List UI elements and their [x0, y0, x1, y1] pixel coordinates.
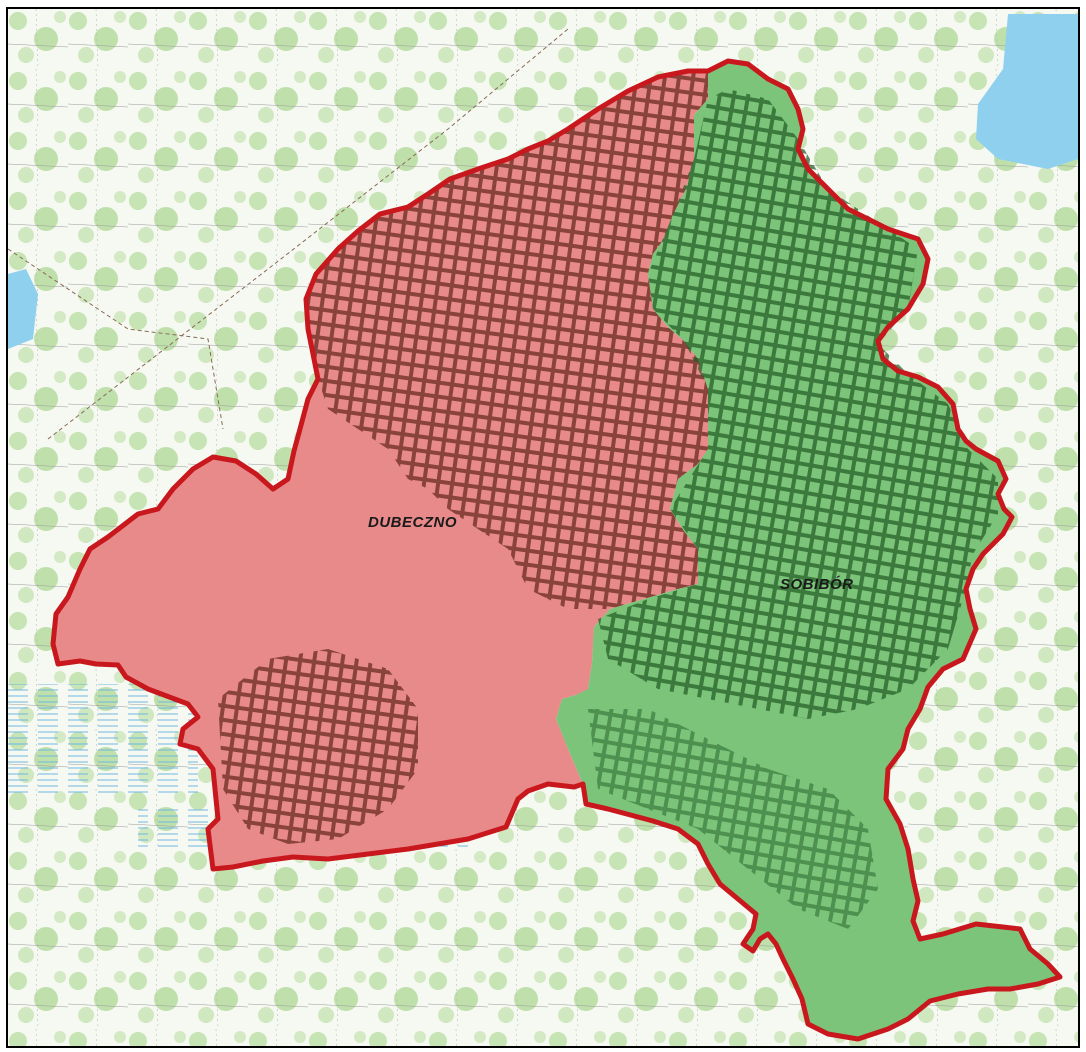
road: [47, 28, 569, 440]
region-sobibor-hatch: [588, 709, 878, 929]
region-sobibor-hatch: [598, 89, 998, 719]
district-boundary: [50, 58, 1063, 1042]
road: [8, 248, 224, 430]
region-label-dubeczno: DUBECZNO: [368, 514, 457, 531]
wetland-west: [8, 684, 198, 794]
region-dubeczno-hatch: [306, 71, 708, 609]
map-frame: DUBECZNO SOBIBÓR: [6, 7, 1080, 1048]
lake-northeast: [976, 14, 1078, 169]
region-dubeczno-hatch: [218, 649, 418, 844]
lake-west: [8, 269, 38, 349]
map-canvas[interactable]: DUBECZNO SOBIBÓR: [8, 9, 1078, 1046]
region-label-sobibor: SOBIBÓR: [780, 575, 854, 593]
